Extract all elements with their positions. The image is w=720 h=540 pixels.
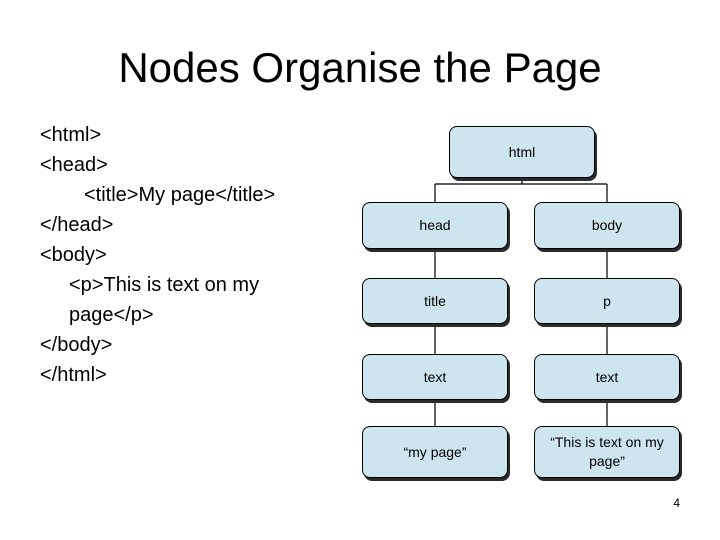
node-text-left: text (362, 354, 508, 400)
code-line: <head> (40, 154, 108, 176)
node-sentence-string: “This is text on my page” (534, 426, 680, 478)
html-source-listing: <html> <head> <title>My page</title> </h… (40, 120, 340, 390)
code-line: <title>My page</title> (84, 184, 276, 206)
node-head: head (362, 202, 508, 249)
page-number: 4 (673, 496, 680, 510)
node-body: body (534, 202, 680, 249)
node-html: html (449, 126, 595, 178)
node-title: title (362, 278, 508, 324)
code-line: <p>This is text on my (69, 274, 260, 296)
code-line: </body> (40, 334, 113, 356)
node-p: p (534, 278, 680, 324)
code-line: <html> (40, 124, 102, 146)
node-my-page-string: “my page” (362, 426, 508, 478)
code-line: </html> (40, 364, 107, 386)
code-line: </head> (40, 214, 114, 236)
code-line: <body> (40, 244, 107, 266)
code-line: page</p> (69, 304, 154, 326)
node-text-right: text (534, 354, 680, 400)
slide-title: Nodes Organise the Page (118, 44, 602, 91)
